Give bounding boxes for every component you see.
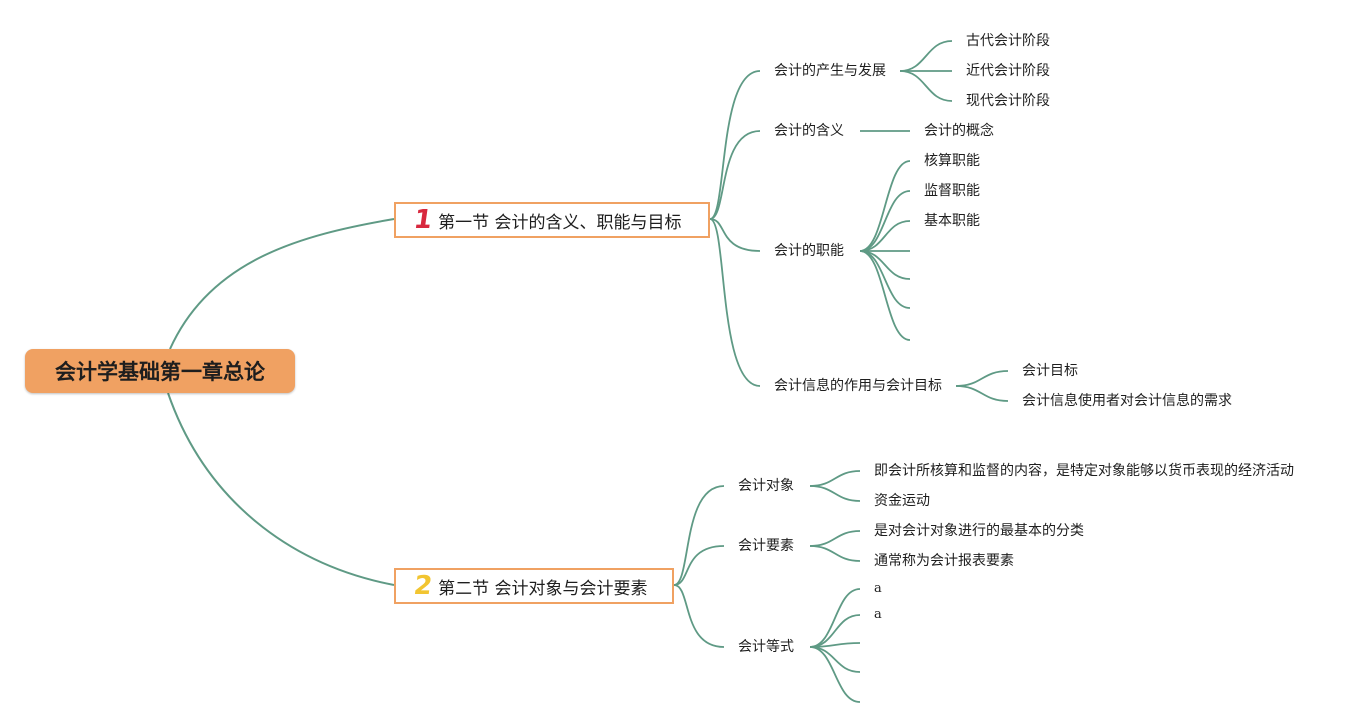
section-title-1: 第一节 会计的含义、职能与目标 bbox=[438, 212, 682, 233]
link-functions-leaf-1 bbox=[859, 160, 911, 252]
link-elements-leaf-2 bbox=[809, 545, 861, 562]
topic-accounting-meaning[interactable]: 会计的含义 bbox=[774, 123, 844, 139]
link-functions-leaf-7 bbox=[859, 250, 911, 341]
link-root-section-2 bbox=[167, 392, 395, 586]
topic-accounting-object[interactable]: 会计对象 bbox=[738, 478, 794, 494]
section-node-1[interactable]: 1 第一节 会计的含义、职能与目标 bbox=[394, 202, 710, 238]
leaf-object-definition[interactable]: 即会计所核算和监督的内容，是特定对象能够以货币表现的经济活动 bbox=[874, 463, 1294, 479]
link-equation-leaf-5 bbox=[809, 646, 861, 703]
section-number-badge-1: 1 bbox=[411, 205, 435, 235]
link-s2-object bbox=[673, 485, 725, 586]
link-functions-leaf-2 bbox=[859, 190, 911, 252]
topic-accounting-elements[interactable]: 会计要素 bbox=[738, 538, 794, 554]
link-s2-equation bbox=[673, 584, 725, 648]
leaf-ancient-stage[interactable]: 古代会计阶段 bbox=[966, 33, 1050, 49]
topic-info-role-objectives[interactable]: 会计信息的作用与会计目标 bbox=[774, 378, 942, 394]
link-s1-info bbox=[709, 218, 761, 387]
leaf-contemporary-stage[interactable]: 现代会计阶段 bbox=[966, 93, 1050, 109]
link-functions-leaf-6 bbox=[859, 250, 911, 309]
topic-origin-development[interactable]: 会计的产生与发展 bbox=[774, 63, 886, 79]
leaf-modern-early-stage[interactable]: 近代会计阶段 bbox=[966, 63, 1050, 79]
link-s1-origin bbox=[709, 70, 761, 220]
link-info-leaf-2 bbox=[955, 385, 1009, 402]
topic-accounting-functions[interactable]: 会计的职能 bbox=[774, 243, 844, 259]
link-s1-functions bbox=[709, 218, 761, 252]
root-title: 会计学基础第一章总论 bbox=[55, 360, 265, 384]
link-object-leaf-1 bbox=[809, 470, 861, 487]
root-node[interactable]: 会计学基础第一章总论 bbox=[25, 349, 295, 393]
leaf-accounting-concept[interactable]: 会计的概念 bbox=[924, 123, 994, 139]
section-node-2[interactable]: 2 第二节 会计对象与会计要素 bbox=[394, 568, 674, 604]
link-equation-leaf-1 bbox=[809, 588, 861, 648]
leaf-supervision-function[interactable]: 监督职能 bbox=[924, 183, 980, 199]
leaf-report-elements[interactable]: 通常称为会计报表要素 bbox=[874, 553, 1014, 569]
link-equation-leaf-4 bbox=[809, 646, 861, 673]
leaf-basic-function[interactable]: 基本职能 bbox=[924, 213, 980, 229]
leaf-elements-definition[interactable]: 是对会计对象进行的最基本的分类 bbox=[874, 523, 1084, 539]
section-title-2: 第二节 会计对象与会计要素 bbox=[438, 578, 648, 599]
link-elements-leaf-1 bbox=[809, 530, 861, 547]
link-root-section-1 bbox=[169, 218, 395, 350]
link-origin-leaf-1 bbox=[899, 40, 953, 72]
link-functions-leaf-3 bbox=[859, 220, 911, 252]
leaf-accounting-function[interactable]: 核算职能 bbox=[924, 153, 980, 169]
link-object-leaf-2 bbox=[809, 485, 861, 502]
link-origin-leaf-3 bbox=[899, 70, 953, 102]
leaf-equation-a-2[interactable]: a bbox=[874, 607, 882, 622]
leaf-equation-a-1[interactable]: a bbox=[874, 581, 882, 596]
link-s1-meaning bbox=[709, 130, 761, 220]
link-s2-elements bbox=[673, 545, 725, 586]
leaf-accounting-objective[interactable]: 会计目标 bbox=[1022, 363, 1078, 379]
section-number-badge-2: 2 bbox=[411, 571, 435, 601]
link-info-leaf-1 bbox=[955, 370, 1009, 387]
leaf-user-info-needs[interactable]: 会计信息使用者对会计信息的需求 bbox=[1022, 393, 1232, 409]
topic-accounting-equation[interactable]: 会计等式 bbox=[738, 639, 794, 655]
leaf-fund-movement[interactable]: 资金运动 bbox=[874, 493, 930, 509]
